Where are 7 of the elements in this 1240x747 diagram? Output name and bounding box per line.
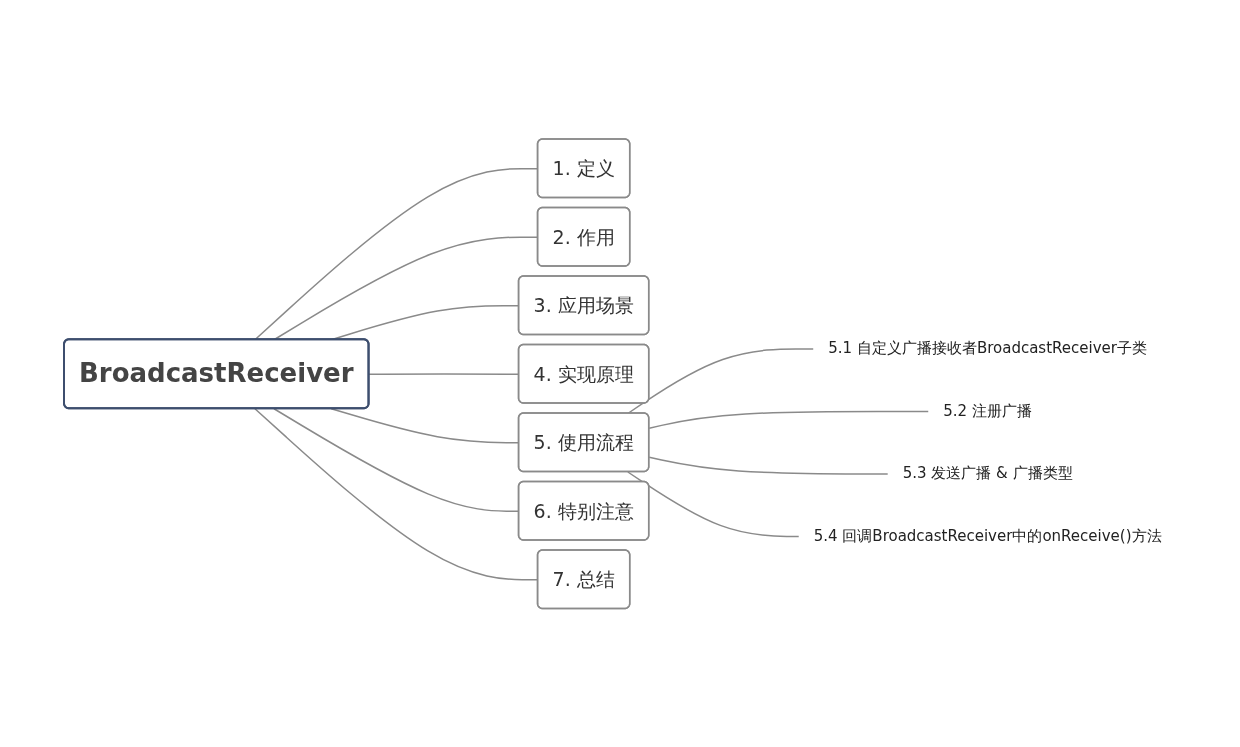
connector — [648, 456, 889, 475]
node-text: 5.1 自定义广播接收者BroadcastReceiver子类 — [828, 339, 1147, 357]
connector — [648, 410, 930, 429]
connector — [626, 471, 800, 537]
node-text: 5.4 回调BroadcastReceiver中的onReceive()方法 — [813, 526, 1162, 545]
node-text: 5.2 注册广播 — [943, 401, 1032, 420]
node-text: 5.3 发送广播 & 广播类型 — [902, 464, 1073, 482]
